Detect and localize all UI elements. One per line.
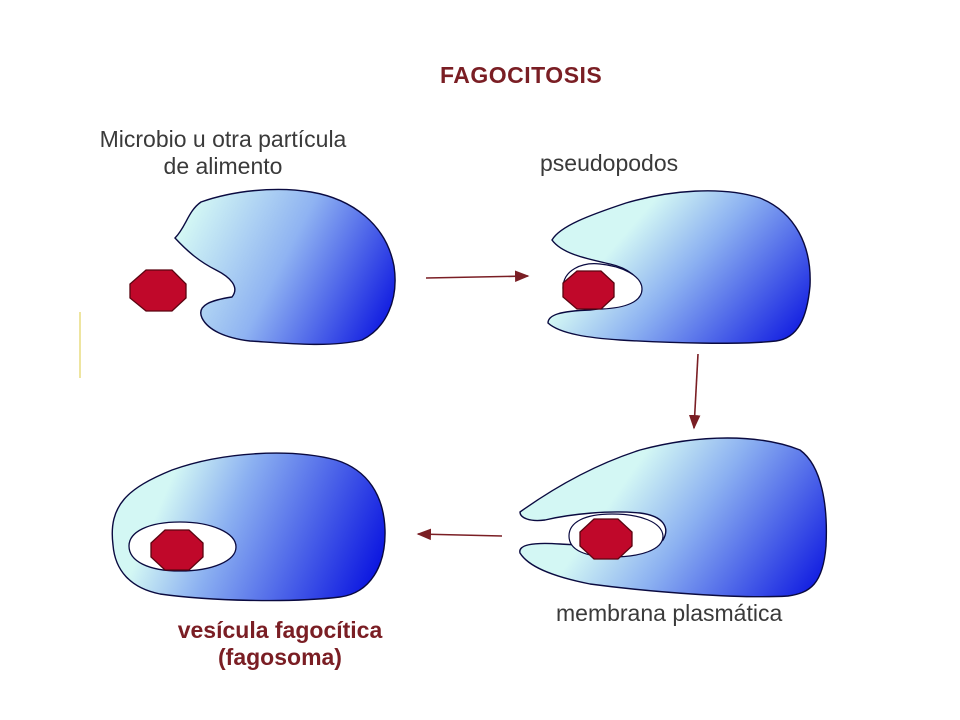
cell-body — [174, 188, 396, 346]
label-phagocytic-vesicle: vesícula fagocítica (fagosoma) — [177, 617, 383, 670]
microbe-particle — [150, 529, 204, 571]
microbe-particle — [129, 269, 187, 312]
arrow-down — [688, 353, 701, 430]
label-pseudopods: pseudopodos — [540, 150, 679, 176]
diagram-title: FAGOCITOSIS — [440, 62, 603, 88]
arrow-left — [416, 528, 503, 541]
label-plasma-membrane: membrana plasmática — [556, 600, 783, 626]
stage-2-pseudopods — [547, 190, 811, 344]
arrow-right — [425, 270, 530, 283]
label-microbe: Microbio u otra partícula de alimento — [99, 126, 347, 179]
stage-4-phagosome — [111, 452, 386, 602]
microbe-particle — [562, 270, 615, 310]
stage-3-enclosing — [519, 437, 828, 598]
stage-1-cell-approach — [129, 188, 396, 346]
cell-body — [519, 437, 828, 598]
microbe-particle — [579, 518, 633, 560]
